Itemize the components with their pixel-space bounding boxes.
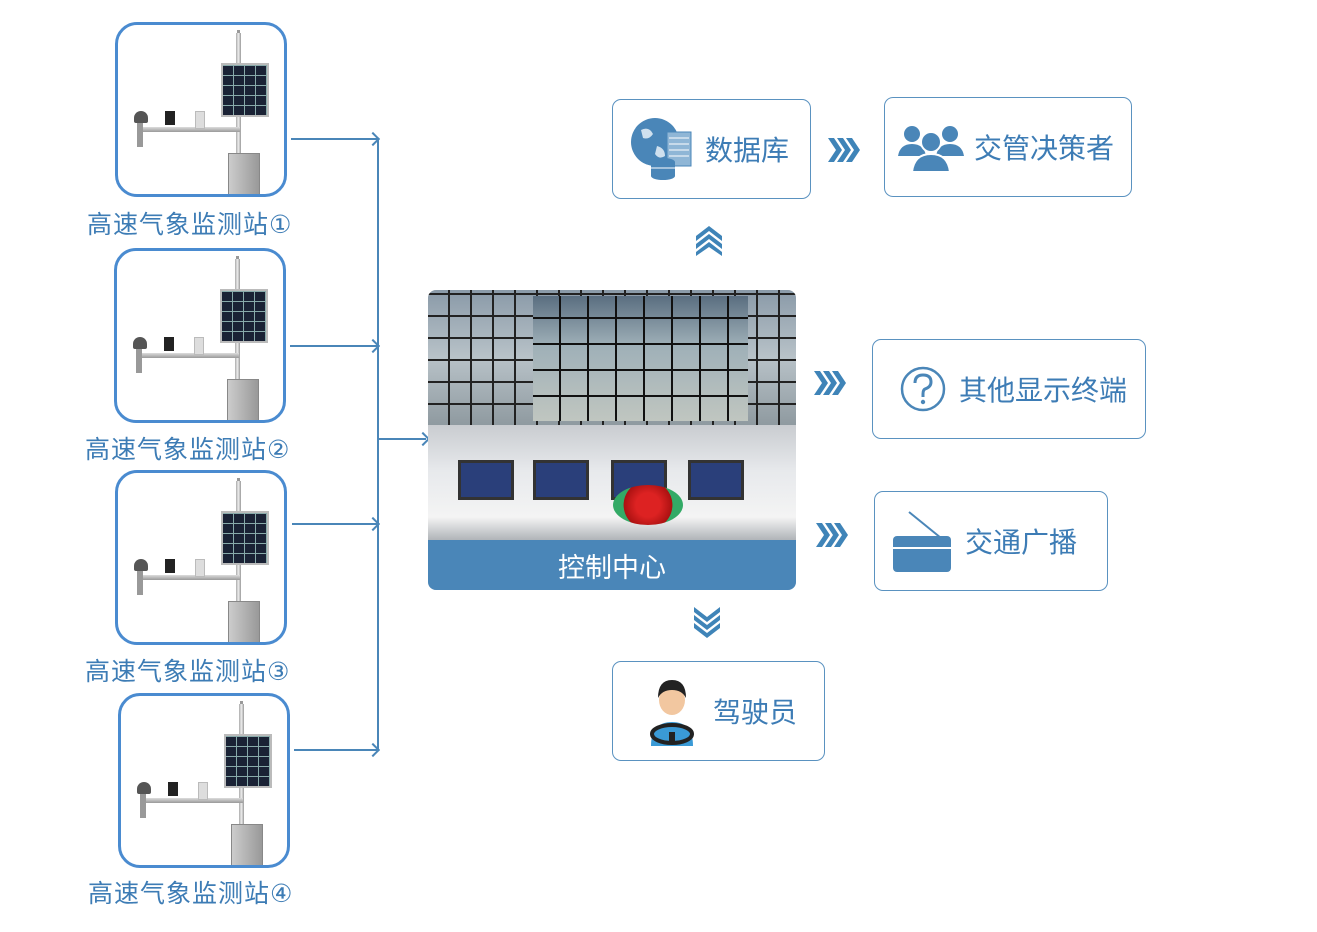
- station-2-image: [114, 248, 286, 423]
- station-3-label: 高速气象监测站③: [85, 657, 291, 686]
- station-3-image: [115, 470, 287, 645]
- traffic-broadcast-label: 交通广播: [965, 526, 1078, 559]
- question-circle-icon: [900, 366, 946, 412]
- other-displays-node: 其他显示终端: [872, 339, 1146, 439]
- connector-to-center: [378, 438, 426, 440]
- station-4-label: 高速气象监测站④: [88, 879, 294, 908]
- connector-2: [290, 345, 377, 347]
- people-group-icon: [898, 126, 964, 172]
- chevrons-down-icon: [694, 607, 720, 638]
- driver-label: 驾驶员: [713, 696, 798, 729]
- driver-node: 驾驶员: [612, 661, 825, 761]
- chevrons-up-icon: [696, 226, 722, 256]
- flowers-image: [613, 485, 683, 525]
- database-label: 数据库: [705, 134, 790, 167]
- traffic-broadcast-node: 交通广播: [874, 491, 1108, 591]
- station-2-label: 高速气象监测站②: [85, 435, 291, 464]
- station-1-image: [115, 22, 287, 197]
- connector-3: [292, 523, 377, 525]
- connector-1: [291, 138, 377, 140]
- chevrons-right-icon: [814, 371, 846, 395]
- globe-database-icon: [631, 118, 692, 180]
- radio-icon: [893, 511, 951, 572]
- station-1-label: 高速气象监测站①: [87, 210, 293, 239]
- other-displays-label: 其他显示终端: [959, 374, 1128, 407]
- control-center: 控制中心: [428, 290, 796, 590]
- driver-icon: [650, 680, 694, 746]
- connector-4: [294, 749, 377, 751]
- control-center-label: 控制中心: [428, 540, 796, 590]
- chevrons-right-icon: [816, 523, 848, 547]
- station-4-image: [118, 693, 290, 868]
- decision-makers-label: 交管决策者: [974, 132, 1115, 165]
- chevrons-right-icon: [828, 138, 860, 162]
- database-node: 数据库: [612, 99, 811, 199]
- bus-line: [377, 138, 379, 750]
- decision-makers-node: 交管决策者: [884, 97, 1132, 197]
